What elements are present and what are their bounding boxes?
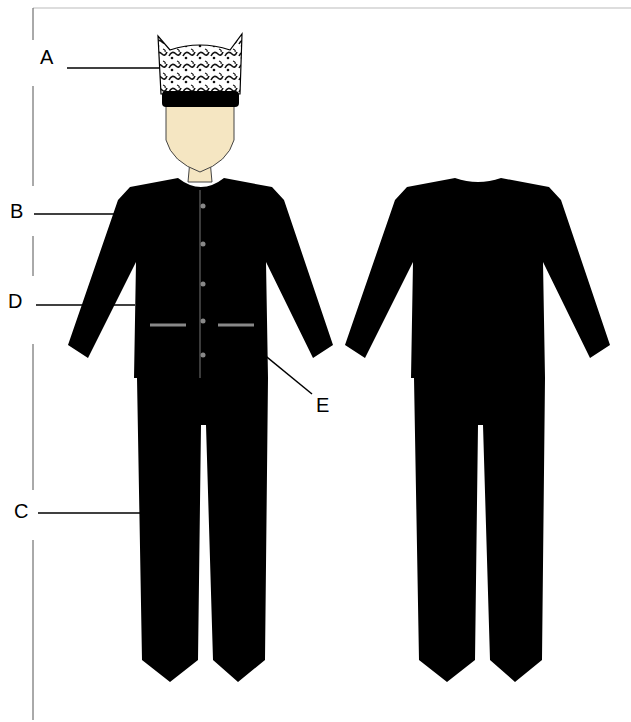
callout-letter: C xyxy=(12,500,30,522)
callout-letter: A xyxy=(38,46,55,68)
callout-letter: B xyxy=(8,200,25,222)
callout-letter: D xyxy=(6,290,24,312)
front-figure xyxy=(68,34,333,682)
frame-line xyxy=(33,8,631,720)
callout-letter: E xyxy=(314,394,331,416)
back-figure xyxy=(345,178,610,682)
